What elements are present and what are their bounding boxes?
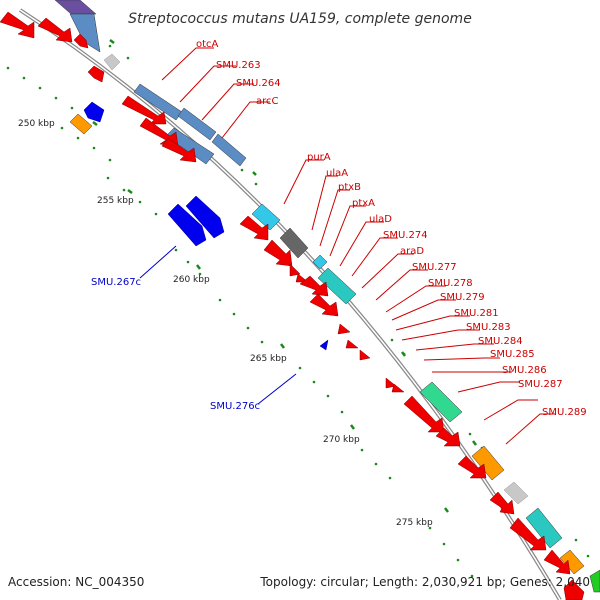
genome-title: Streptococcus mutans UA159, complete gen… — [128, 11, 472, 27]
scale-label: 250 kbp — [18, 119, 55, 129]
reverse-cds-track — [83, 101, 329, 351]
cds-arrow — [359, 349, 371, 361]
feature-box — [419, 381, 463, 423]
gene-label: SMU.267c — [91, 277, 141, 288]
gene-label: ptxA — [352, 198, 375, 209]
gene-label: SMU.289 — [542, 407, 587, 418]
cds-arrow — [263, 239, 293, 267]
gene-label: ptxB — [338, 182, 361, 193]
feature-box — [589, 569, 600, 593]
gene-label: SMU.286 — [502, 365, 547, 376]
feature-box — [69, 113, 93, 135]
scale-label: 260 kbp — [173, 275, 210, 285]
cds-arrow — [319, 339, 329, 351]
feature-box — [317, 267, 357, 305]
feature-box — [211, 133, 247, 167]
gene-label: araD — [400, 246, 424, 257]
cds-arrow — [161, 137, 197, 163]
cds-arrow — [403, 395, 445, 433]
cds-arrow — [543, 549, 571, 575]
scale-label: 265 kbp — [250, 354, 287, 364]
cds-arrow — [87, 65, 105, 83]
gene-label: SMU.279 — [440, 292, 485, 303]
gene-label: ulaA — [326, 168, 348, 179]
cds-arrow — [37, 17, 73, 43]
cds-arrow — [73, 33, 89, 49]
gene-label: SMU.277 — [412, 262, 457, 273]
forward-gene-labels: otcA SMU.263 SMU.264 arcC purA ulaA ptxB… — [196, 39, 587, 418]
cds-arrow — [83, 101, 105, 123]
feature-box — [69, 13, 101, 53]
cds-arrow — [345, 339, 359, 349]
gene-label: SMU.274 — [383, 230, 428, 241]
cds-arrow — [563, 579, 585, 600]
cds-arrow — [457, 455, 487, 479]
cds-arrow — [121, 95, 167, 125]
cds-arrow — [167, 203, 207, 247]
genome-backbone — [18, 8, 562, 600]
cds-arrow — [299, 275, 329, 297]
gene-label: arcC — [256, 96, 279, 107]
feature-box — [312, 254, 328, 270]
cds-arrow — [337, 323, 351, 335]
accession-text: Accession: NC_004350 — [8, 575, 144, 589]
gene-label: SMU.263 — [216, 60, 261, 71]
gene-label: SMU.285 — [490, 349, 535, 360]
scale-label: 275 kbp — [396, 518, 433, 528]
gene-label: SMU.283 — [466, 322, 511, 333]
gene-label: SMU.278 — [428, 278, 473, 289]
gene-label: purA — [307, 152, 331, 163]
feature-box — [503, 481, 529, 505]
cds-arrow — [309, 293, 339, 317]
cds-arrow — [489, 491, 515, 515]
gene-label: otcA — [196, 39, 219, 50]
cds-arrow — [509, 517, 547, 551]
topology-text: Topology: circular; Length: 2,030,921 bp… — [259, 575, 590, 589]
gene-label: SMU.284 — [478, 336, 523, 347]
gene-label: SMU.281 — [454, 308, 499, 319]
cds-arrow — [0, 11, 35, 39]
gene-label: SMU.287 — [518, 379, 563, 390]
cds-arrow — [391, 383, 405, 393]
scale-labels: 250 kbp 255 kbp 260 kbp 265 kbp 270 kbp … — [18, 119, 433, 528]
reverse-gene-labels: SMU.267c SMU.276c — [91, 277, 260, 412]
cds-arrow — [289, 263, 301, 277]
forward-label-leaders — [161, 47, 556, 445]
scale-label: 270 kbp — [323, 435, 360, 445]
cds-arrow — [435, 427, 461, 447]
feature-box — [251, 203, 281, 231]
feature-box — [279, 227, 309, 259]
gene-label: ulaD — [369, 214, 392, 225]
reverse-label-leaders — [139, 245, 297, 405]
gene-label: SMU.264 — [236, 78, 281, 89]
scale-label: 255 kbp — [97, 196, 134, 206]
cds-arrow — [239, 215, 269, 241]
feature-box — [133, 83, 183, 121]
feature-box — [177, 107, 217, 141]
cds-arrow — [185, 195, 225, 239]
outer-feature-track — [54, 0, 600, 593]
scale-ticks — [92, 39, 477, 513]
feature-box — [54, 0, 97, 15]
forward-cds-track — [0, 11, 585, 600]
gene-label: SMU.276c — [210, 401, 260, 412]
genome-backbone-inner — [19, 9, 561, 600]
feature-box — [103, 53, 121, 71]
